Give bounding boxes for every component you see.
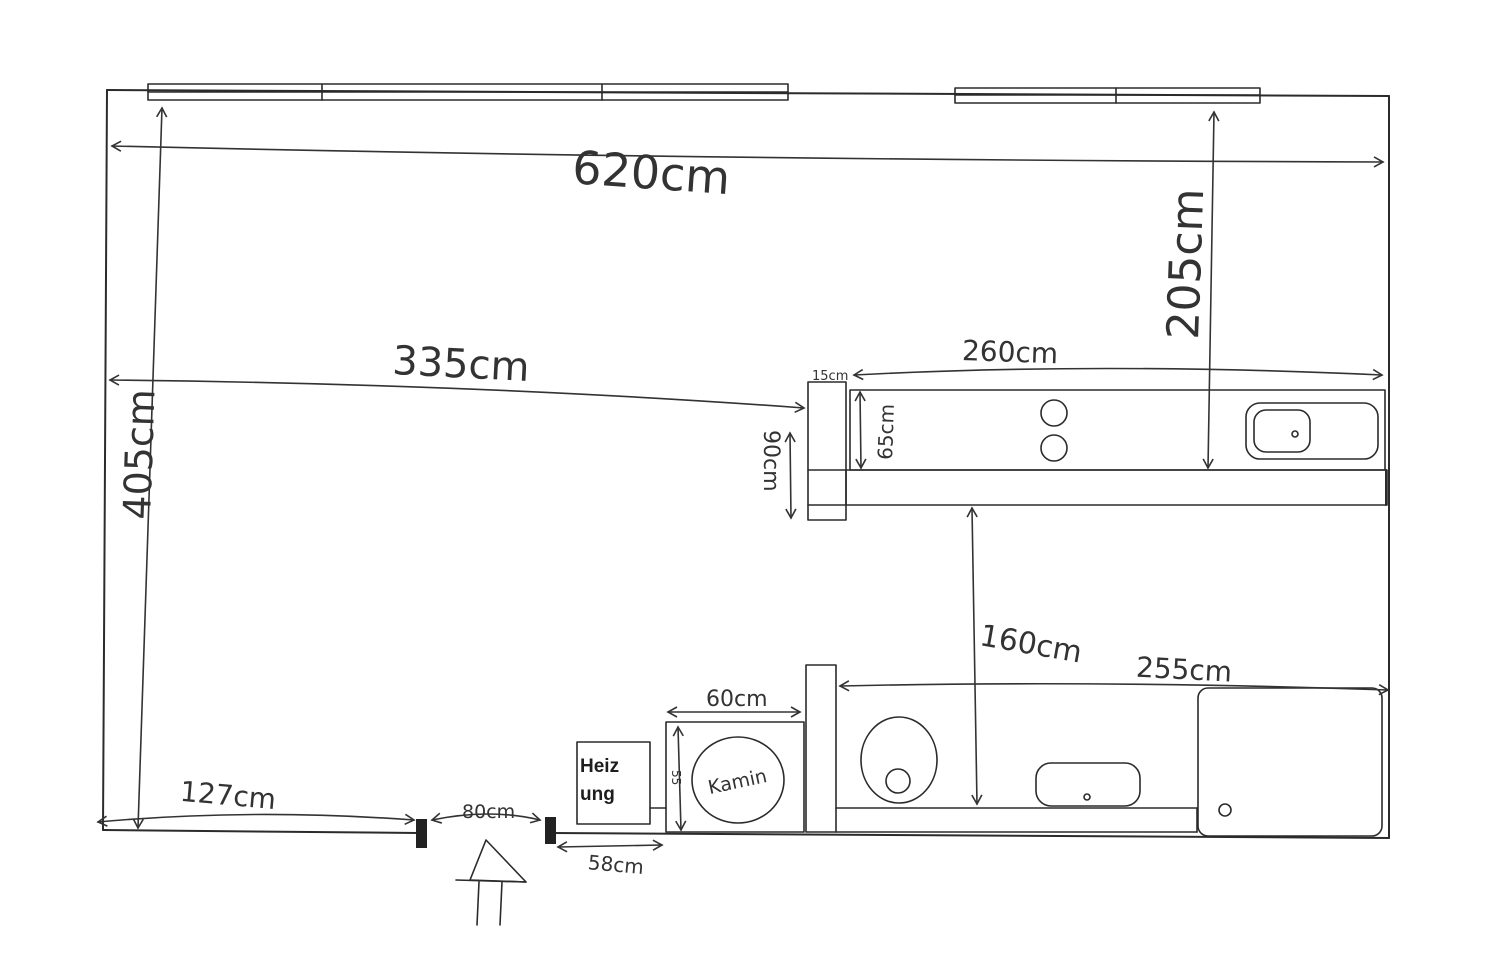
heizung-box: [576, 741, 667, 825]
stove-icon: [860, 716, 938, 804]
dim-door-to-heizung: 58cm: [587, 850, 645, 879]
heizung-label-line2: ung: [580, 784, 615, 805]
dim-room-depth: 405cm: [115, 388, 164, 520]
dim-room-width: 620cm: [571, 140, 732, 205]
window-left: [147, 83, 789, 101]
dim-left-to-door: 127cm: [179, 775, 278, 816]
dim-counter-depth: 65cm: [873, 403, 899, 460]
entrance-arrow-icon: [455, 839, 527, 926]
dim-aisle: 160cm: [977, 618, 1084, 670]
dim-window-to-counter: 205cm: [1158, 188, 1214, 341]
dim-island-end: 15cm: [812, 369, 848, 384]
kamin-label: Kamin: [706, 765, 769, 799]
door-post-right: [545, 817, 556, 844]
dim-left-to-island: 335cm: [391, 338, 531, 391]
dim-door-width: 80cm: [462, 801, 515, 823]
heizung-label-line1: Heiz: [580, 756, 619, 777]
back-counter: [805, 664, 1198, 833]
dim-kamin-depth: 55: [669, 770, 683, 785]
shower-tray: [1197, 687, 1383, 837]
door-post-left: [416, 819, 427, 848]
basin-icon: [1035, 762, 1141, 807]
dim-island-length: 260cm: [962, 334, 1059, 370]
kamin-box: [665, 721, 805, 833]
window-right: [954, 87, 1261, 104]
dim-back-counter: 255cm: [1135, 651, 1233, 689]
dimension-lines: [96, 106, 1390, 853]
sink-icon: [1245, 402, 1379, 460]
dim-kamin-width: 60cm: [706, 687, 768, 712]
island-counter: [845, 389, 1388, 506]
hob-icon: [1040, 399, 1068, 462]
dim-island-end-depth: 90cm: [758, 430, 783, 492]
island-end-panel: [807, 381, 847, 521]
